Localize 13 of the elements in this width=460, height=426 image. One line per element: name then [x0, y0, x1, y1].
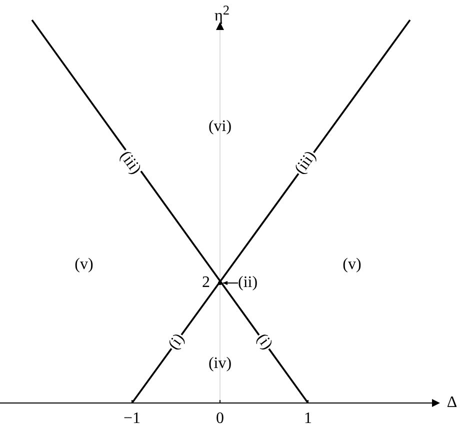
region-label: (vi): [208, 119, 232, 135]
region-label: (iv): [208, 356, 232, 372]
crossing-point: [218, 281, 222, 285]
region-label: Δ: [446, 395, 458, 411]
point-label: (ii): [238, 275, 258, 291]
region-label: (v): [74, 257, 94, 273]
region-label: 2: [202, 275, 210, 291]
region-label: −1: [123, 411, 141, 426]
leader-arrow: [222, 281, 238, 285]
region-label: 1: [304, 411, 312, 426]
region-label: η$^{2}$: [214, 3, 230, 25]
region-label: (v): [342, 257, 362, 273]
region-label: 0: [216, 411, 224, 426]
